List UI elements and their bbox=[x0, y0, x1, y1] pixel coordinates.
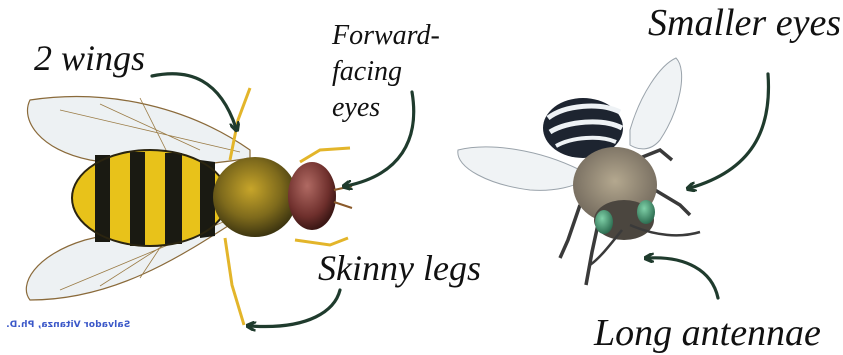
smaller-eyes-label: Smaller eyes bbox=[648, 4, 841, 42]
antennae-arrow-curved-arrow-icon bbox=[648, 258, 718, 298]
two-wings-label: 2 wings bbox=[34, 40, 145, 76]
smaller-eyes-arrow-curved-arrow-icon bbox=[690, 74, 768, 188]
legs-arrow-curved-arrow-icon bbox=[250, 290, 340, 327]
hoverfly-illustration bbox=[26, 88, 352, 325]
long-antennae-label: Long antennae bbox=[594, 314, 821, 352]
photo-credit: Salvador Vitanza, Ph.D. bbox=[6, 320, 130, 330]
skinny-legs-label: Skinny legs bbox=[318, 250, 481, 286]
bee-right-wing bbox=[630, 58, 682, 149]
blue-banded-bee-illustration bbox=[458, 58, 700, 285]
forward-facing-eyes-label: Forward- facing eyes bbox=[332, 18, 440, 126]
